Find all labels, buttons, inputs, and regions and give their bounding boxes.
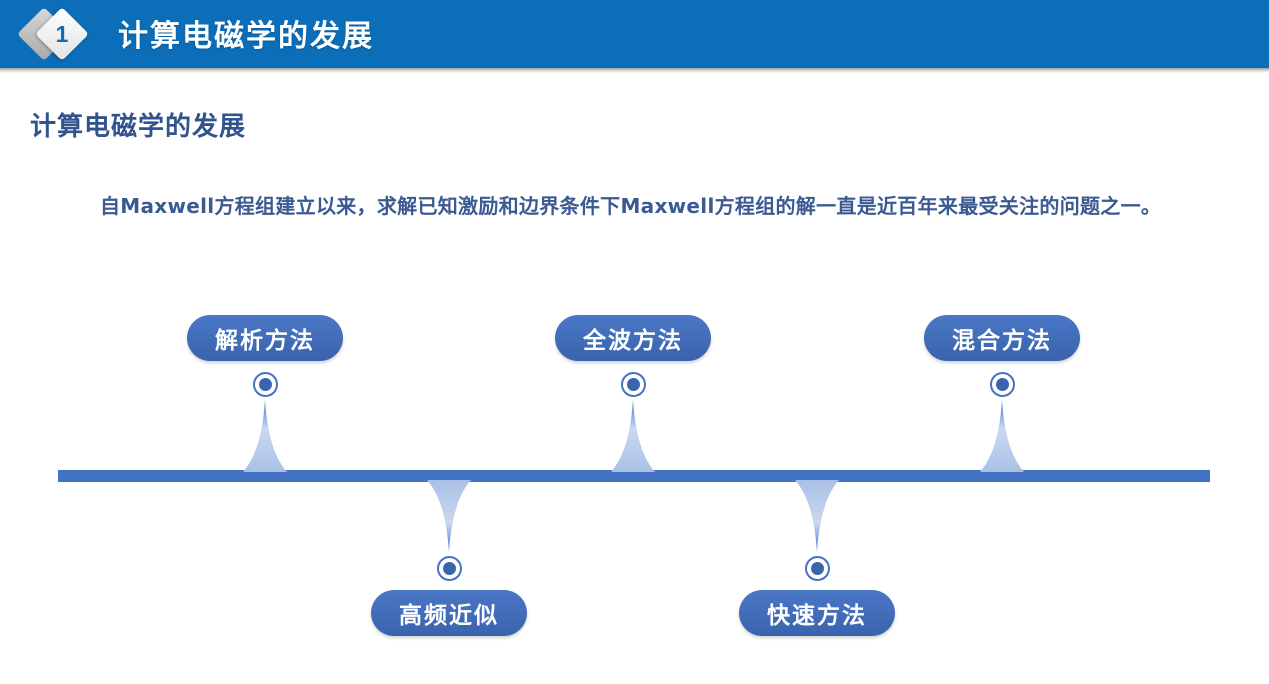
timeline-bar xyxy=(58,470,1210,482)
node-1-label-pill[interactable]: 解析方法 xyxy=(187,315,343,361)
node-3-connector xyxy=(611,400,655,472)
header-title: 计算电磁学的发展 xyxy=(118,19,374,54)
slide-number-badge: 1 xyxy=(17,6,120,62)
node-4-connector xyxy=(795,480,839,552)
badge-number-label: 1 xyxy=(55,20,69,47)
node-2-label-pill[interactable]: 高频近似 xyxy=(371,590,527,636)
node-1-marker[interactable] xyxy=(253,372,278,397)
node-4-marker[interactable] xyxy=(805,556,830,581)
node-1-connector xyxy=(243,400,287,472)
timeline-diagram: 解析方法高频近似 全波方法快速方法 混合方法 xyxy=(0,300,1269,660)
node-3-marker[interactable] xyxy=(621,372,646,397)
body-paragraph: 自Maxwell方程组建立以来，求解已知激励和边界条件下Maxwell方程组的解… xyxy=(100,194,1162,218)
node-4-label-pill[interactable]: 快速方法 xyxy=(739,590,895,636)
header-divider xyxy=(0,68,1269,73)
node-5-marker[interactable] xyxy=(990,372,1015,397)
node-5-connector xyxy=(980,400,1024,472)
node-5-label-pill[interactable]: 混合方法 xyxy=(924,315,1080,361)
header-band xyxy=(0,0,1269,68)
node-2-connector xyxy=(427,480,471,552)
node-2-marker[interactable] xyxy=(437,556,462,581)
section-heading: 计算电磁学的发展 xyxy=(30,112,247,142)
node-3-label-pill[interactable]: 全波方法 xyxy=(555,315,711,361)
